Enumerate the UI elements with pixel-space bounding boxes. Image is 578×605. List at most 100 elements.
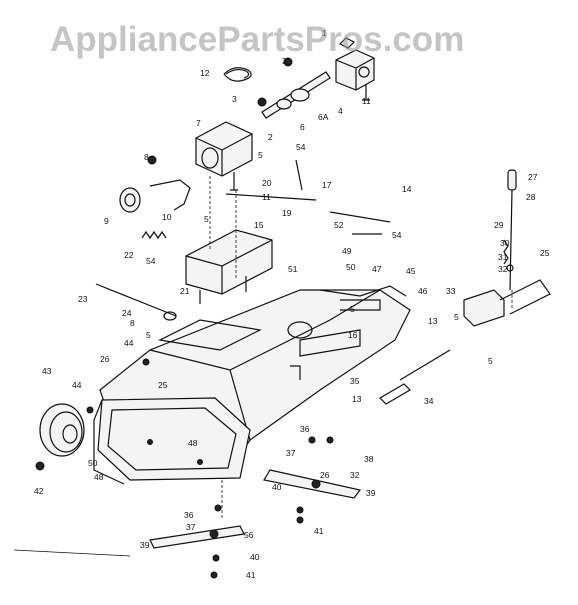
part-callout-5-2: 5 (204, 214, 209, 224)
part-callout-3-2: 3 (232, 94, 237, 104)
part-callout-40-2: 40 (250, 552, 260, 562)
part-callout-6: 6 (300, 122, 305, 132)
part-callout-43: 43 (42, 366, 52, 376)
part-callout-51: 51 (288, 264, 298, 274)
part-callout-36-2: 36 (184, 510, 194, 520)
part-callout-15: 15 (254, 220, 264, 230)
part-callout-52: 52 (334, 220, 344, 230)
part-callout-50: 50 (346, 262, 356, 272)
part-callout-3: 3 (282, 56, 287, 66)
part-callout-8: 8 (144, 152, 149, 162)
part-callout-11-2: 11 (262, 192, 271, 202)
pulley-small (119, 155, 157, 213)
part-callout-45: 45 (406, 266, 416, 276)
drive-belt (223, 67, 252, 82)
part-callout-24: 24 (122, 308, 132, 318)
part-callout-40: 40 (272, 482, 282, 492)
part-callout-29: 29 (494, 220, 504, 230)
gear-housing (195, 121, 253, 191)
control-rod-20 (225, 159, 317, 201)
part-callout-31: 31 (498, 252, 508, 262)
drive-shaft (257, 57, 331, 119)
part-callout-20: 20 (262, 178, 272, 188)
part-callout-56: 56 (244, 530, 254, 540)
part-callout-1: 1 (322, 28, 327, 38)
part-callout-41: 41 (314, 526, 324, 536)
part-callout-34: 34 (424, 396, 434, 406)
pivot-arm-14 (329, 211, 391, 235)
part-callout-37-2: 37 (186, 522, 196, 532)
part-callout-11: 11 (362, 96, 371, 106)
part-callout-54-2: 54 (392, 230, 402, 240)
spindle-bolts (86, 358, 334, 444)
bracket-10 (149, 179, 191, 211)
part-callout-30: 30 (500, 238, 510, 248)
part-callout-42: 42 (34, 486, 44, 496)
part-callout-16: 16 (348, 330, 358, 340)
blade-lower-39 (149, 525, 245, 549)
lift-shaft-34 (379, 349, 451, 405)
part-callout-25: 25 (540, 248, 550, 258)
blade-upper-39 (263, 469, 362, 499)
pulley-large-43 (35, 403, 85, 471)
part-callout-33: 33 (446, 286, 456, 296)
part-callout-28: 28 (526, 192, 536, 202)
gearbox-upper (335, 37, 375, 101)
part-callout-5-6: 5 (488, 356, 493, 366)
part-callout-38: 38 (364, 454, 374, 464)
part-callout-22: 22 (124, 250, 134, 260)
part-callout-8-2: 8 (130, 318, 135, 328)
mount-bracket-21 (185, 229, 273, 304)
part-callout-21: 21 (180, 286, 190, 296)
part-callout-48: 48 (94, 472, 104, 482)
part-callout-32: 32 (498, 264, 508, 274)
part-callout-39: 39 (366, 488, 376, 498)
blade-hardware (210, 504, 304, 579)
lift-handle-27 (503, 169, 517, 291)
part-callout-5-3: 5 (146, 330, 151, 340)
part-callout-6a: 6A (318, 112, 329, 122)
part-callout-37: 37 (286, 448, 296, 458)
part-callout-32-2: 32 (350, 470, 360, 480)
part-callout-27: 27 (528, 172, 538, 182)
belt-guard-48 (93, 397, 251, 485)
part-callout-25-2: 25 (158, 380, 168, 390)
part-callout-47: 47 (372, 264, 382, 274)
part-callout-2: 2 (268, 132, 273, 142)
part-callout-41-2: 41 (246, 570, 256, 580)
part-callout-5-5: 5 (454, 312, 459, 322)
spring-22 (141, 230, 167, 240)
part-callout-23: 23 (78, 294, 88, 304)
part-callout-7: 7 (196, 118, 201, 128)
bracket-16 (290, 329, 361, 380)
part-callout-4: 4 (338, 106, 343, 116)
part-callout-13: 13 (428, 316, 438, 326)
part-callout-19: 19 (282, 208, 292, 218)
part-callout-5-4: 5 (350, 304, 355, 314)
part-callout-35: 35 (350, 376, 360, 386)
part-callout-44: 44 (124, 338, 134, 348)
lift-bracket-33 (463, 279, 551, 327)
part-callout-49: 49 (342, 246, 352, 256)
part-callout-54-3: 54 (146, 256, 156, 266)
part-callout-50-2: 50 (88, 458, 98, 468)
part-callout-10: 10 (162, 212, 172, 222)
part-callout-26: 26 (100, 354, 110, 364)
part-callout-13-2: 13 (352, 394, 362, 404)
part-callout-39-2: 39 (140, 540, 150, 550)
part-callout-26-2: 26 (320, 470, 330, 480)
part-callout-44-2: 44 (72, 380, 82, 390)
rod-23-24 (95, 283, 177, 321)
part-callout-9: 9 (104, 216, 109, 226)
part-callout-36: 36 (300, 424, 310, 434)
part-callout-12: 12 (200, 68, 210, 78)
part-callout-54: 54 (296, 142, 306, 152)
part-callout-5: 5 (258, 150, 263, 160)
part-callout-48-2: 48 (188, 438, 198, 448)
part-callout-14: 14 (402, 184, 412, 194)
rod-47 (319, 285, 407, 297)
part-callout-46: 46 (418, 286, 428, 296)
